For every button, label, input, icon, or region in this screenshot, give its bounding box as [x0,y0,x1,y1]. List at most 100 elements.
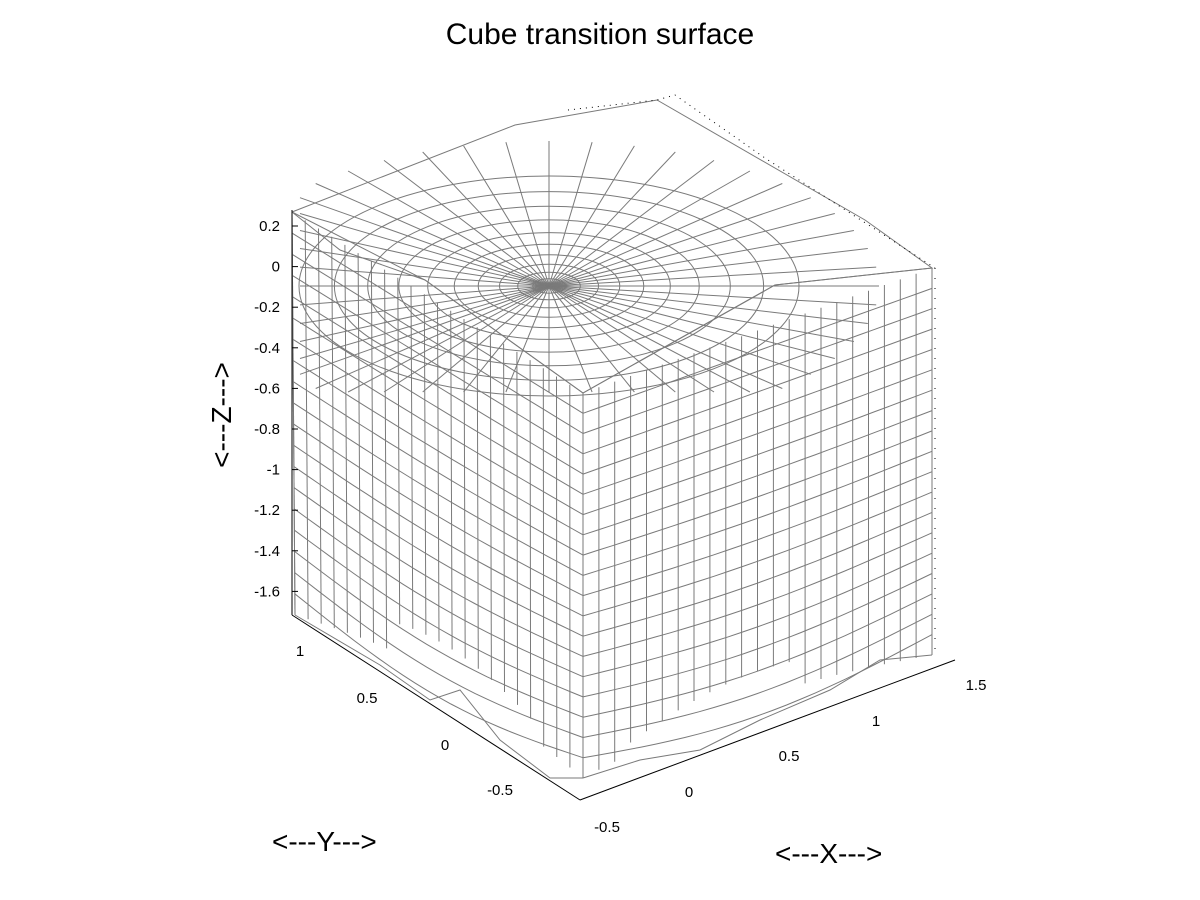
z-tick-label: -1.4 [254,543,280,560]
top-spoke [505,142,550,287]
top-spoke [548,213,835,287]
top-spoke [548,285,835,359]
top-spoke [505,285,550,393]
right-face-horizontal [582,430,933,556]
left-bottom-edge [294,614,583,779]
right-face-horizontal [582,410,933,536]
left-face-horizontal [293,381,584,556]
top-face-outline [291,99,934,394]
chart-title: Cube transition surface [445,18,755,51]
right-face-horizontal [582,634,933,759]
left-face-horizontal [294,529,584,698]
x-tick-label: 0 [685,784,693,801]
y-tick-label: 0.5 [357,690,378,707]
left-face-horizontal [292,360,584,536]
x-tick-label: -0.5 [594,819,620,836]
left-face-horizontal [291,232,584,414]
z-tick-label: -1.6 [254,583,280,600]
top-spoke [548,285,715,393]
y-tick-label: 0 [441,737,449,754]
top-spoke [383,285,550,393]
left-face-horizontal [292,317,584,495]
right-face-horizontal [582,532,933,657]
top-spoke [315,285,550,389]
right-face-top-edge [582,267,933,394]
z-tick-label: 0.2 [259,218,280,235]
left-face-vertical [489,335,492,680]
left-face-horizontal [293,402,584,576]
left-face-vertical [304,220,309,620]
left-face-horizontal [293,508,584,678]
top-spoke [548,170,751,287]
x-tick-label: 1 [872,713,880,730]
y-tick-label: 1 [296,643,304,660]
left-face-horizontal [292,275,584,455]
hidden-box-edge [567,94,936,269]
top-spoke [548,266,877,287]
right-face-horizontal [582,349,933,475]
z-tick-label: -0.2 [254,299,280,316]
left-face-vertical [331,236,335,629]
top-spoke [548,285,811,375]
right-face-horizontal [582,287,933,414]
top-spoke [548,285,635,393]
left-face-vertical [397,277,401,625]
top-spoke [422,151,550,287]
right-face-horizontal [582,593,933,718]
top-spoke [548,285,751,393]
top-spoke [548,230,854,287]
left-face-horizontal [292,296,584,475]
top-spoke [299,248,550,287]
right-face-horizontal [582,308,933,434]
top-spoke [548,197,811,287]
left-face-vertical [384,269,388,649]
z-tick-label: -0.4 [254,340,280,357]
x-axis-label: <---X---> [775,838,883,869]
top-spoke [347,170,550,287]
top-spoke [315,183,550,287]
top-spoke [548,151,676,287]
right-face-horizontal [582,328,933,455]
right-face-horizontal [582,450,933,576]
top-spoke [548,248,868,287]
right-bottom-edge [582,654,933,779]
x-axis-line [579,659,956,801]
top-spoke [548,285,877,306]
left-face-horizontal [293,423,584,597]
top-spoke [347,285,550,393]
right-face-horizontal [582,613,933,738]
left-face-horizontal [293,466,584,637]
top-spoke [548,285,676,393]
top-spoke [548,285,854,342]
right-face-horizontal [582,369,933,495]
top-spoke [548,285,593,393]
left-face-horizontal [294,551,584,718]
top-spoke [548,160,715,287]
top-spoke [548,285,783,389]
right-face-horizontal [582,511,933,637]
left-face-horizontal [293,487,584,657]
axes: 0.20-0.2-0.4-0.6-0.8-1-1.2-1.4-1.6-0.500… [254,210,986,836]
left-face-vertical [344,244,348,633]
right-face-horizontal [582,389,933,516]
z-axis-label: <---Z---> [206,362,237,468]
top-spoke [299,213,550,287]
left-face-vertical [437,302,440,642]
left-face-horizontal [292,253,584,434]
left-face-horizontal [294,572,584,738]
right-face-horizontal [582,552,933,678]
left-face-vertical [318,228,322,624]
top-spoke [299,197,550,287]
left-face-vertical [476,327,479,669]
left-face-vertical [529,360,532,719]
left-face-horizontal [293,444,584,617]
z-tick-label: -0.6 [254,380,280,397]
z-tick-label: -1.2 [254,502,280,519]
y-axis-label: <---Y---> [272,826,377,857]
y-axis-line [291,614,581,801]
top-spoke [299,230,550,287]
right-face-horizontal [582,573,933,698]
top-spoke [548,145,635,287]
